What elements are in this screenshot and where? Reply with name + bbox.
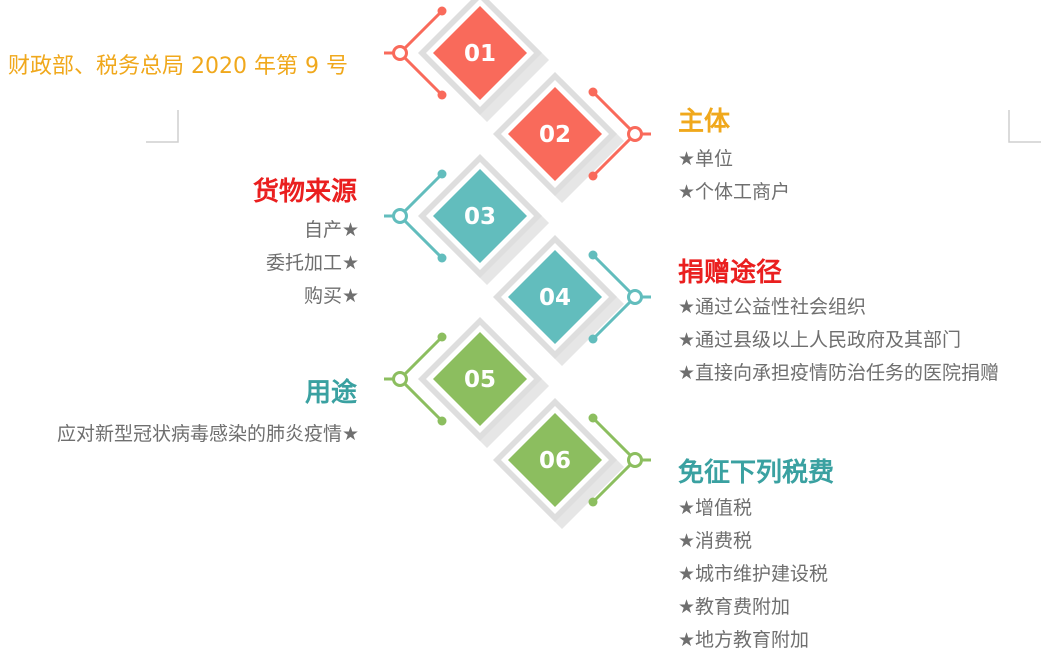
badge-diamond (433, 332, 527, 426)
item-donation-channel-2: ★通过县级以上人民政府及其部门 (678, 329, 962, 351)
heading-goods-source: 货物来源 (252, 177, 357, 207)
connector-dot (588, 413, 598, 423)
item-exempt-taxes-5: ★地方教育附加 (678, 629, 810, 651)
item-goods-source-3: 购买★ (303, 285, 359, 307)
badge-diamond (433, 6, 527, 100)
step-02: 02 (493, 72, 651, 203)
badge-number: 03 (464, 204, 496, 230)
item-exempt-taxes-1: ★增值税 (678, 497, 753, 519)
item-exempt-taxes-4: ★教育费附加 (678, 596, 791, 618)
badge-diamond (508, 87, 602, 181)
heading-exempt-taxes: 免征下列税费 (678, 458, 835, 488)
connector-dot (588, 250, 598, 260)
connector-dot (588, 497, 598, 507)
item-exempt-taxes-3: ★城市维护建设税 (678, 563, 829, 585)
connector-dot (437, 6, 447, 16)
connector-node (392, 371, 408, 387)
item-subject-1: ★单位 (678, 148, 734, 170)
item-donation-channel-3: ★直接向承担疫情防治任务的医院捐赠 (678, 362, 1000, 384)
connector-node (392, 45, 408, 61)
step-03: 03 (384, 154, 549, 285)
corner-bracket-left (146, 110, 179, 143)
step-05: 05 (384, 317, 549, 448)
connector-node (392, 208, 408, 224)
heading-donation-channel: 捐赠途径 (678, 258, 783, 288)
badge-number: 01 (464, 41, 496, 67)
badge-diamond (508, 413, 602, 507)
connector-node (627, 289, 643, 305)
connector-dot (588, 87, 598, 97)
connector-dot (437, 332, 447, 342)
badge-number: 05 (464, 367, 496, 393)
heading-usage: 用途 (304, 378, 357, 408)
connector-dot (437, 253, 447, 263)
connector-dot (437, 90, 447, 100)
connector-dot (588, 334, 598, 344)
item-exempt-taxes-2: ★消费税 (678, 530, 753, 552)
step-06: 06 (493, 398, 651, 529)
item-usage-1: 应对新型冠状病毒感染的肺炎疫情★ (56, 423, 359, 445)
corner-bracket-right (1008, 110, 1041, 143)
item-donation-channel-1: ★通过公益性社会组织 (678, 296, 867, 318)
item-goods-source-1: 自产★ (303, 219, 359, 241)
connector-dot (437, 416, 447, 426)
connector-dot (437, 169, 447, 179)
badge-diamond (433, 169, 527, 263)
connector-node (627, 126, 643, 142)
connector-dot (588, 171, 598, 181)
badge-number: 02 (539, 122, 571, 148)
connector-node (627, 452, 643, 468)
badge-diamond (508, 250, 602, 344)
badge-number: 06 (539, 448, 571, 474)
heading-subject: 主体 (678, 107, 731, 137)
source-label: 财政部、税务总局 2020 年第 9 号 (8, 54, 348, 79)
step-04: 04 (493, 235, 651, 366)
badge-number: 04 (539, 285, 571, 311)
step-01: 01 (384, 0, 549, 122)
item-subject-2: ★个体工商户 (678, 181, 791, 203)
item-goods-source-2: 委托加工★ (265, 252, 359, 274)
